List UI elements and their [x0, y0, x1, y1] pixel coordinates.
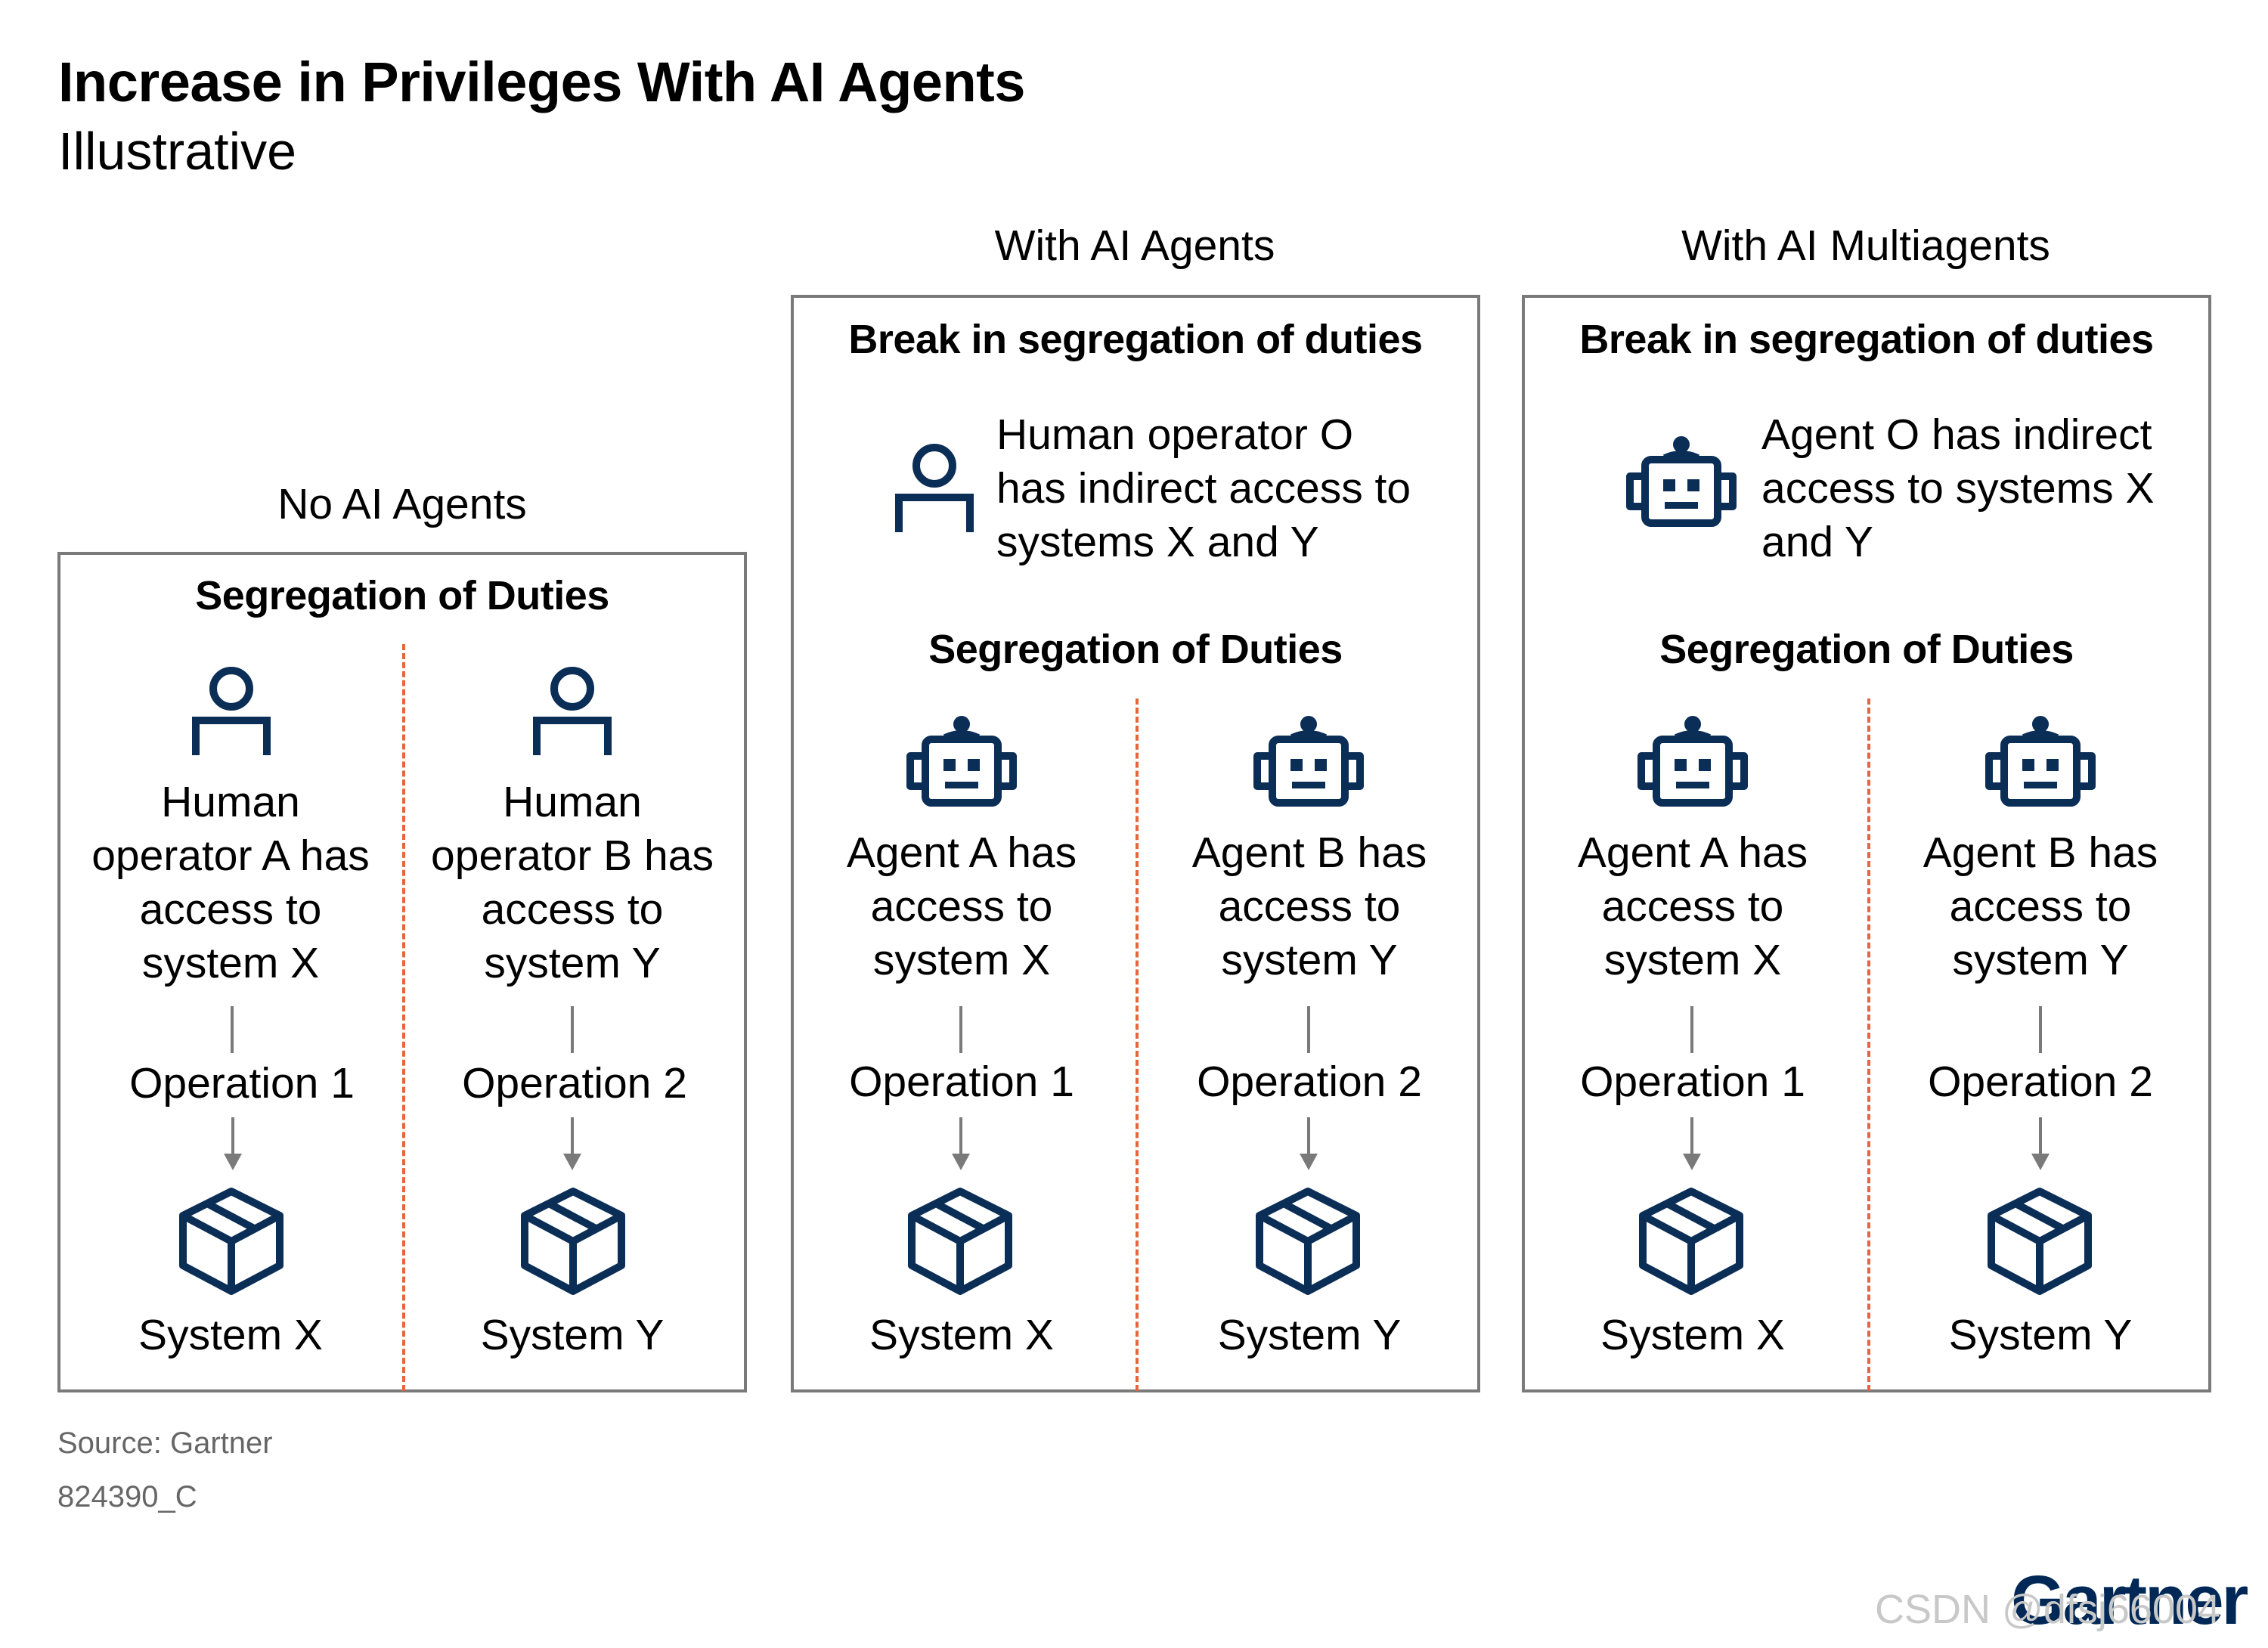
lane-divider: [402, 644, 405, 1391]
break-description: Agent O has indirect access to systems X…: [1761, 410, 2155, 566]
lane-divider: [1867, 699, 1870, 1391]
source-note: Source: Gartner: [57, 1427, 273, 1460]
operation-label: Operation 2: [1197, 1058, 1422, 1106]
box-icon: [519, 1187, 627, 1296]
down-arrow-icon: [562, 1117, 582, 1172]
lane-description: Agent A has access to system X: [1577, 829, 1808, 984]
down-arrow-icon: [1682, 1117, 1702, 1172]
connector-line: [571, 1006, 574, 1053]
lane-description: Human operator B has access to system Y: [431, 778, 714, 987]
system-label: System X: [1600, 1311, 1785, 1359]
robot-icon: [1637, 716, 1748, 807]
break-heading: Break in segregation of duties: [848, 317, 1423, 362]
system-label: System X: [869, 1311, 1054, 1359]
column-heading-ai-multiagents: With AI Multiagents: [1681, 221, 2050, 270]
page-title: Increase in Privileges With AI Agents: [58, 51, 1025, 113]
down-arrow-icon: [1299, 1117, 1318, 1172]
connector-line: [231, 1006, 234, 1053]
figure-id: 824390_C: [57, 1480, 197, 1513]
operation-label: Operation 1: [1580, 1058, 1805, 1106]
down-arrow-icon: [951, 1117, 971, 1172]
break-description: Human operator O has indirect access to …: [996, 410, 1411, 566]
system-label: System Y: [1217, 1311, 1402, 1359]
lane-description: Human operator A has access to system X: [91, 778, 370, 987]
person-icon: [894, 443, 974, 534]
robot-icon: [1626, 436, 1737, 528]
lane-description: Agent A has access to system X: [846, 829, 1077, 984]
system-label: System Y: [1948, 1311, 2133, 1359]
connector-line: [1690, 1006, 1693, 1053]
connector-line: [959, 1006, 962, 1053]
box-icon: [906, 1187, 1015, 1296]
person-icon: [191, 666, 271, 757]
down-arrow-icon: [223, 1117, 243, 1172]
box-icon: [1637, 1187, 1746, 1296]
column-heading-ai-agents: With AI Agents: [994, 221, 1275, 270]
lane-description: Agent B has access to system Y: [1923, 829, 2158, 984]
connector-line: [1307, 1006, 1310, 1053]
column-heading-no-ai: No AI Agents: [277, 480, 527, 528]
lane-description: Agent B has access to system Y: [1191, 829, 1427, 984]
operation-label: Operation 2: [462, 1059, 687, 1107]
robot-icon: [1253, 716, 1364, 807]
robot-icon: [1985, 716, 2096, 807]
segregation-heading: Segregation of Duties: [1659, 627, 2074, 672]
system-label: System X: [138, 1311, 323, 1359]
page-subtitle: Illustrative: [58, 122, 297, 181]
box-icon: [1985, 1187, 2094, 1296]
segregation-heading: Segregation of Duties: [928, 627, 1343, 672]
connector-line: [2039, 1006, 2042, 1053]
break-heading: Break in segregation of duties: [1579, 317, 2154, 362]
panel-no-ai-agents: [57, 552, 747, 1392]
lane-divider: [1136, 699, 1139, 1391]
operation-label: Operation 1: [129, 1059, 355, 1107]
gartner-logo: Gartner: [2011, 1562, 2248, 1639]
watermark: CSDN @dfsj66004: [1875, 1587, 2221, 1632]
panel-ai-agents: [791, 295, 1480, 1392]
operation-label: Operation 2: [1928, 1058, 2153, 1106]
operation-label: Operation 1: [849, 1058, 1074, 1106]
down-arrow-icon: [2031, 1117, 2050, 1172]
system-label: System Y: [480, 1311, 665, 1359]
box-icon: [177, 1187, 286, 1296]
segregation-heading: Segregation of Duties: [195, 573, 609, 618]
robot-icon: [906, 716, 1017, 807]
box-icon: [1253, 1187, 1362, 1296]
person-icon: [532, 666, 612, 757]
panel-ai-multiagents: [1522, 295, 2211, 1392]
